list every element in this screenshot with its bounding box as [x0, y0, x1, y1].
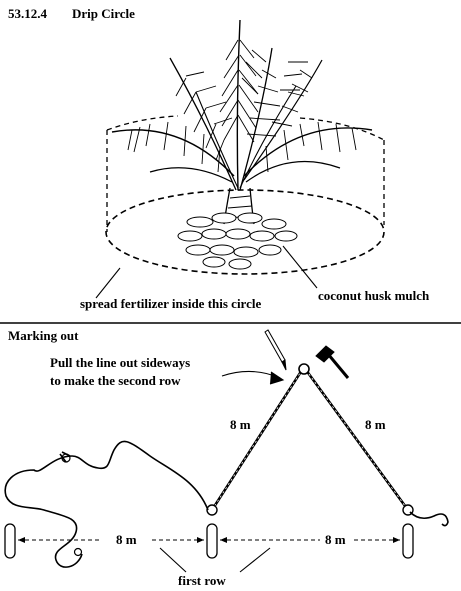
slack-rope-coil	[4, 440, 209, 568]
pencil-icon	[264, 329, 287, 371]
right-diagonal-length-label: 8 m	[365, 417, 386, 432]
instruction-line-1: Pull the line out sideways	[50, 355, 190, 370]
figure-title: Drip Circle	[72, 6, 135, 21]
pull-direction-arrow	[221, 370, 285, 385]
top-panel: 53.12.4 Drip Circle	[8, 6, 430, 311]
rope-tail-right	[409, 511, 449, 527]
peg-right	[402, 523, 414, 559]
peg-left	[4, 523, 16, 559]
palm-tree-illustration	[111, 19, 373, 225]
left-span-length-label: 8 m	[116, 532, 137, 547]
instruction-line-2: to make the second row	[50, 373, 181, 388]
bottom-panel: Marking out Pull the line out sideways t…	[4, 328, 449, 588]
first-row-leader-lines	[159, 547, 271, 573]
drip-cylinder-guides	[106, 115, 385, 232]
peg-middle	[206, 523, 218, 559]
fertilizer-leader-line	[95, 267, 121, 299]
distance-arrowheads	[18, 537, 400, 543]
figure-number: 53.12.4	[8, 6, 48, 21]
coconut-husk-mulch-pile	[177, 212, 298, 270]
hammer-icon	[315, 345, 350, 379]
marking-out-title: Marking out	[8, 328, 79, 343]
rope-second-row-v	[206, 363, 414, 516]
right-span-length-label: 8 m	[325, 532, 346, 547]
first-row-label: first row	[178, 573, 226, 588]
mulch-label: coconut husk mulch	[318, 288, 430, 303]
left-diagonal-length-label: 8 m	[230, 417, 251, 432]
fertilizer-label: spread fertilizer inside this circle	[80, 296, 261, 311]
mulch-leader-line	[282, 245, 318, 289]
drip-circle	[105, 189, 385, 275]
